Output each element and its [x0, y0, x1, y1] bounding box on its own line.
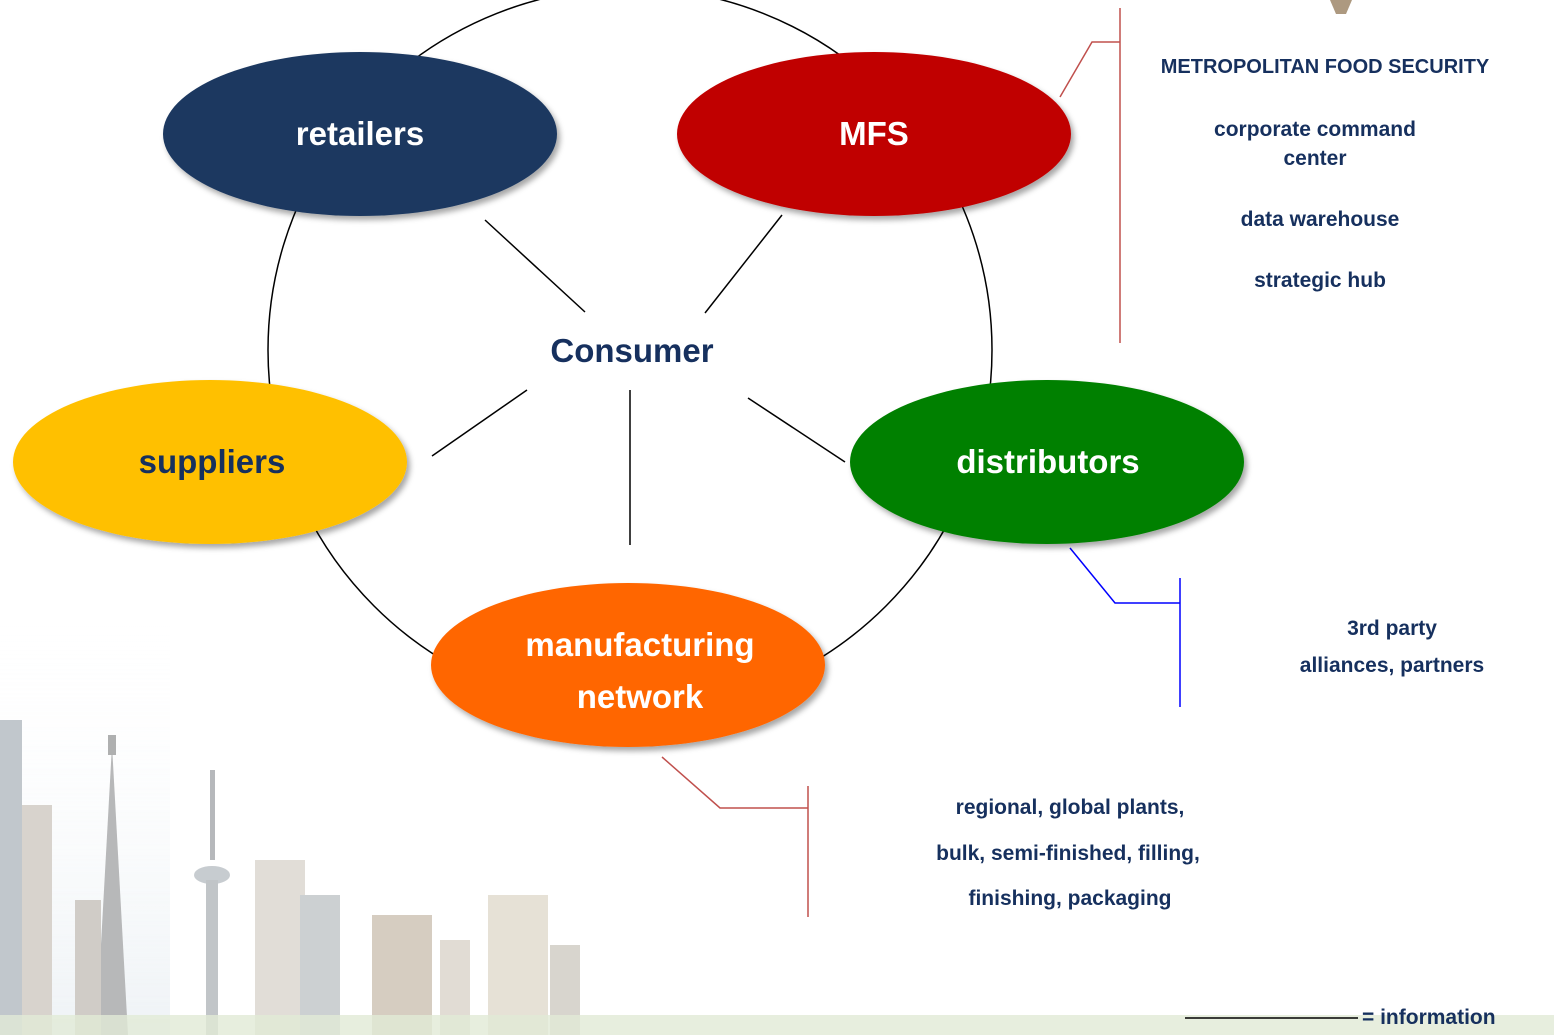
- manufacturing-label-line1: manufacturing: [525, 626, 755, 663]
- manufacturing-callout-line-1: regional, global plants,: [955, 796, 1185, 819]
- spoke-distributors: [747, 397, 846, 463]
- manufacturing-callout-line-2: bulk, semi-finished, filling,: [936, 842, 1200, 865]
- suppliers-node: [13, 380, 407, 544]
- mfs-callout-line-1: corporate command: [1214, 118, 1416, 141]
- spoke-mfs: [704, 214, 783, 314]
- consumer-label: Consumer: [550, 332, 714, 369]
- mfs-callout-line-4: strategic hub: [1254, 269, 1386, 292]
- manufacturing-callout-line-3: finishing, packaging: [968, 887, 1172, 910]
- distributors-node: [850, 380, 1244, 544]
- mfs-callout-line-3: data warehouse: [1240, 208, 1400, 231]
- distributors-callout-line-1: 3rd party: [1347, 617, 1437, 640]
- manufacturing-node: [431, 583, 825, 747]
- retailers-node: [163, 52, 557, 216]
- mfs-callout-title: METROPOLITAN FOOD SECURITY: [1160, 56, 1490, 78]
- distributors-callout-connector: [1069, 547, 1180, 604]
- figure-icon: [1330, 0, 1352, 14]
- skyline-background: [0, 600, 1554, 1035]
- manufacturing-label-line2: network: [576, 678, 704, 715]
- distributors-callout-line-2: alliances, partners: [1299, 654, 1485, 677]
- distributors-label: distributors: [956, 443, 1140, 480]
- manufacturing-callout-connector: [661, 756, 808, 809]
- retailers-label: retailers: [295, 115, 425, 152]
- legend-label: = information: [1362, 1006, 1496, 1029]
- spoke-retailers: [484, 219, 586, 313]
- suppliers-label: suppliers: [138, 443, 286, 480]
- mfs-label: MFS: [839, 115, 909, 152]
- spoke-suppliers: [431, 389, 528, 457]
- mfs-node: [677, 52, 1071, 216]
- mfs-callout-connector: [1059, 41, 1120, 98]
- mfs-callout-line-2: center: [1283, 147, 1347, 170]
